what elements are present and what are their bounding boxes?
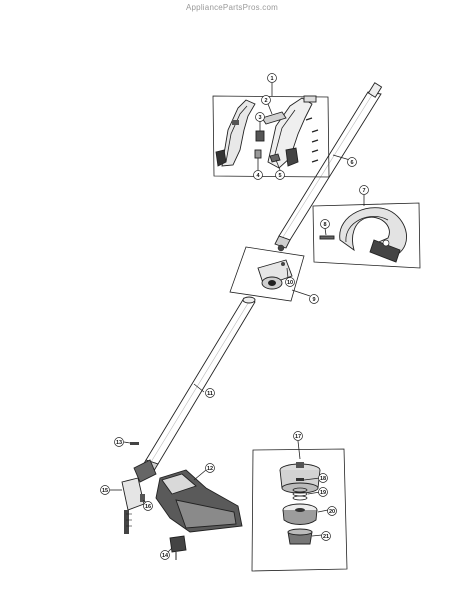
watermark-text: AppliancePartsPros.com: [186, 3, 278, 12]
spring-19: [292, 487, 308, 501]
callout-11: 11: [205, 388, 215, 398]
callout-17-label: 17: [295, 434, 301, 440]
callout-3-label: 3: [258, 115, 261, 121]
guard-assembly: [110, 441, 243, 560]
callout-6: 6: [347, 157, 357, 167]
callout-5-label: 5: [278, 173, 281, 179]
callout-8: 8: [320, 219, 330, 229]
screws-handle: [305, 117, 319, 163]
callout-3: 3: [255, 112, 265, 122]
callout-14-label: 14: [162, 553, 169, 559]
callout-20-label: 20: [329, 509, 335, 515]
upper-shaft: [274, 82, 383, 252]
callout-13-label: 13: [116, 440, 122, 446]
coupler-group: [229, 246, 311, 302]
callout-6-label: 6: [350, 160, 353, 166]
callout-21: 21: [321, 531, 331, 541]
callout-5: 5: [275, 170, 285, 180]
callout-1-label: 1: [270, 76, 273, 82]
callout-16: 16: [143, 501, 153, 511]
callout-7: 7: [359, 185, 369, 195]
trimmer-head-group: [251, 440, 348, 572]
callout-2-label: 2: [264, 98, 267, 104]
callout-13: 13: [114, 437, 124, 447]
callout-14: 14: [160, 550, 170, 560]
auxiliary-handle-group: [312, 195, 421, 269]
callout-11-label: 11: [207, 391, 213, 397]
callout-20: 20: [327, 506, 337, 516]
lower-shaft: [139, 296, 256, 475]
callout-7-label: 7: [362, 188, 365, 194]
handle-housing-group: [212, 83, 351, 178]
callout-8-label: 8: [323, 222, 326, 228]
callout-21-label: 21: [323, 534, 329, 540]
callout-17: 17: [293, 431, 303, 441]
callout-15-label: 15: [102, 488, 108, 494]
callout-19-label: 19: [320, 490, 326, 496]
callout-19: 19: [318, 487, 328, 497]
callout-1: 1: [267, 73, 277, 83]
callout-18-label: 18: [320, 476, 326, 482]
callout-15: 15: [100, 485, 110, 495]
callout-9-label: 9: [312, 297, 315, 303]
callout-10: 10: [285, 277, 295, 287]
callout-4: 4: [253, 170, 263, 180]
callout-12-label: 12: [207, 466, 213, 472]
callout-16-label: 16: [145, 504, 151, 510]
callout-9: 9: [309, 294, 319, 304]
callout-2: 2: [261, 95, 271, 105]
callout-4-label: 4: [256, 173, 260, 179]
callout-10-label: 10: [287, 280, 293, 286]
callout-12: 12: [205, 463, 215, 473]
callout-18: 18: [318, 473, 328, 483]
